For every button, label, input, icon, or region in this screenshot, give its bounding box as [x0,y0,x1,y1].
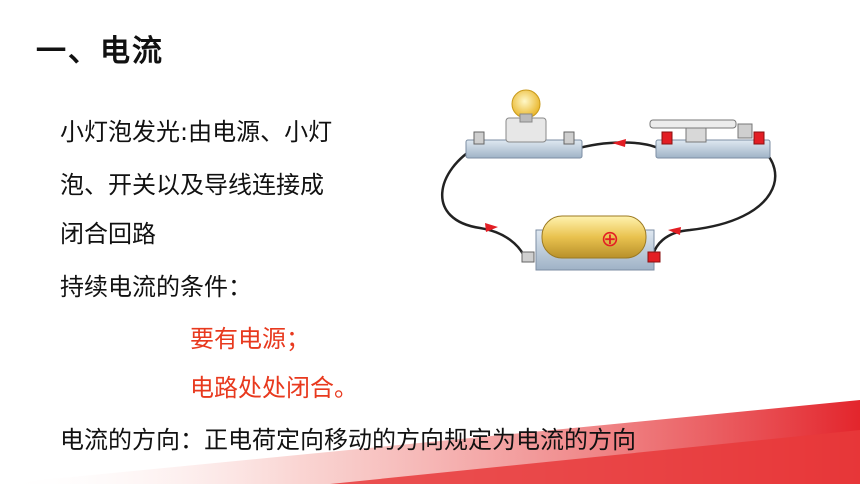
battery-terminal-left [521,251,535,263]
text-line-2: 泡、开关以及导线连接成 [60,171,324,199]
condition-1: 要有电源； [190,325,310,353]
switch-terminal-left [661,131,673,145]
slide-title: 一、电流 [36,34,164,69]
footer-band [0,400,860,484]
switch-terminal-right [753,131,765,145]
arrow-top [612,139,626,147]
text-line-3: 闭合回路 [60,220,156,248]
battery-icon [541,215,647,259]
condition-2: 电路处处闭合。 [190,374,358,402]
wire-right [650,146,777,259]
switch-lever [649,119,737,129]
arrow-left [485,223,498,232]
current-direction-text: 电流的方向：正电荷定向移动的方向规定为电流的方向 [60,426,636,454]
arrow-right [668,227,681,235]
text-line-1: 小灯泡发光:由电源、小灯 [60,118,333,146]
wire-left [440,144,528,261]
switch-plate [655,139,771,159]
text-line-4: 持续电流的条件： [60,273,252,301]
bulb-terminal-left [473,131,485,145]
circuit-diagram: ⊕ [440,89,777,271]
bulb-terminal-right [563,131,575,145]
battery-plus-icon: ⊕ [601,227,619,252]
battery-terminal-right [647,251,661,263]
